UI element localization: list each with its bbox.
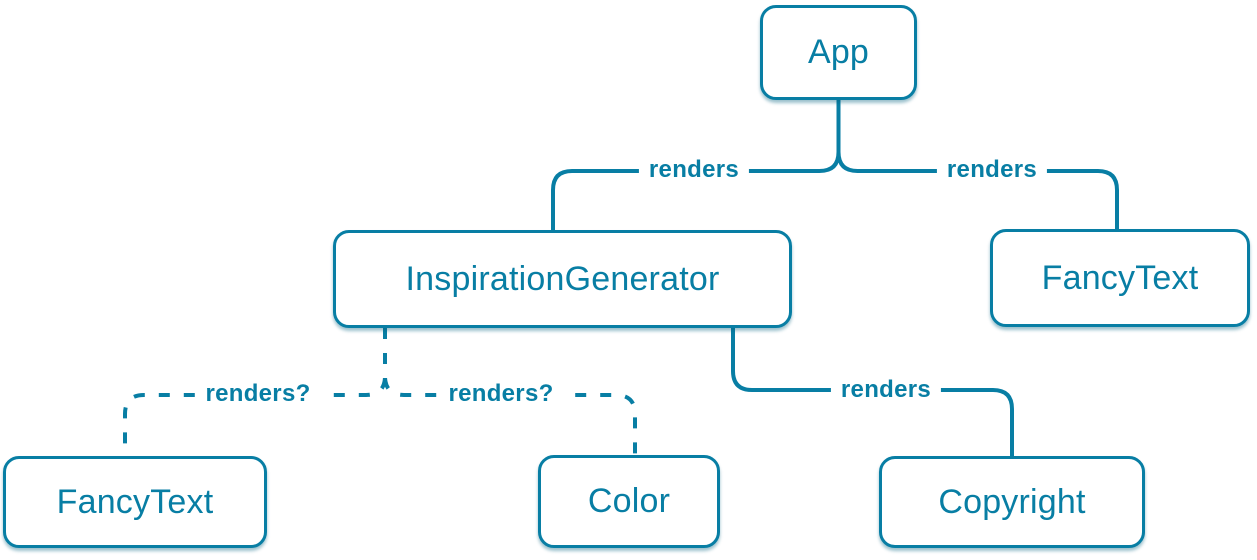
edge-label-renders-question-left: renders? bbox=[195, 380, 321, 408]
node-color: Color bbox=[538, 455, 720, 548]
edge-label-renders-right: renders bbox=[936, 156, 1048, 184]
edge-label-renders-left: renders bbox=[638, 156, 750, 184]
node-fancy-text-top: FancyText bbox=[990, 229, 1250, 327]
node-fancy-text-bottom: FancyText bbox=[3, 456, 267, 548]
edge-label-renders-question-right: renders? bbox=[438, 380, 564, 408]
edge-label-renders-bottom: renders bbox=[830, 376, 942, 404]
node-copyright: Copyright bbox=[879, 456, 1145, 548]
node-app: App bbox=[760, 5, 917, 100]
node-inspiration-generator: InspirationGenerator bbox=[333, 230, 792, 328]
